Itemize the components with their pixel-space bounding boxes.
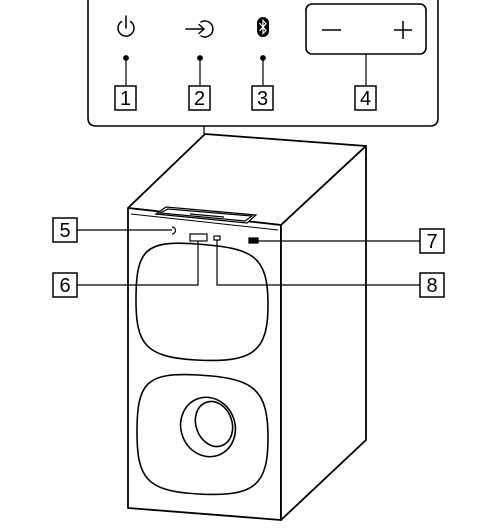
svg-text:7: 7 (426, 231, 437, 253)
volume-plus-icon (394, 21, 412, 39)
svg-text:8: 8 (426, 275, 437, 297)
logo-badge (248, 237, 259, 244)
cabinet-top-control-strip (154, 206, 258, 224)
cabinet-side-face (280, 145, 367, 521)
svg-text:4: 4 (360, 88, 371, 110)
power-icon (117, 15, 135, 37)
display-window (189, 233, 208, 242)
svg-text:3: 3 (257, 88, 268, 110)
callout-7: 7 (419, 228, 445, 254)
callout-8: 8 (419, 272, 445, 298)
callout-3: 3 (251, 85, 274, 111)
panel-leader-lines (123, 54, 367, 85)
woofer-driver-inner (194, 400, 234, 448)
side-leader-lines (77, 229, 420, 286)
control-panel-outline (87, 0, 439, 127)
callout-4: 4 (354, 85, 377, 111)
callout-6: 6 (52, 272, 78, 298)
lower-woofer (136, 373, 269, 496)
volume-buttons (305, 3, 427, 55)
control-panel-callout: 1 2 3 4 (87, 0, 439, 212)
svg-text:5: 5 (59, 220, 70, 242)
svg-text:1: 1 (120, 88, 131, 110)
bluetooth-icon (257, 17, 269, 37)
callout-1: 1 (114, 85, 137, 111)
input-icon (185, 20, 214, 38)
upper-radiator (135, 242, 269, 362)
remote-sensor-icon (171, 226, 177, 235)
callout-2: 2 (188, 85, 211, 111)
volume-button-frame (305, 3, 427, 55)
svg-text:6: 6 (59, 275, 70, 297)
status-led (213, 235, 221, 241)
svg-text:2: 2 (194, 88, 205, 110)
callout-5: 5 (52, 217, 78, 243)
